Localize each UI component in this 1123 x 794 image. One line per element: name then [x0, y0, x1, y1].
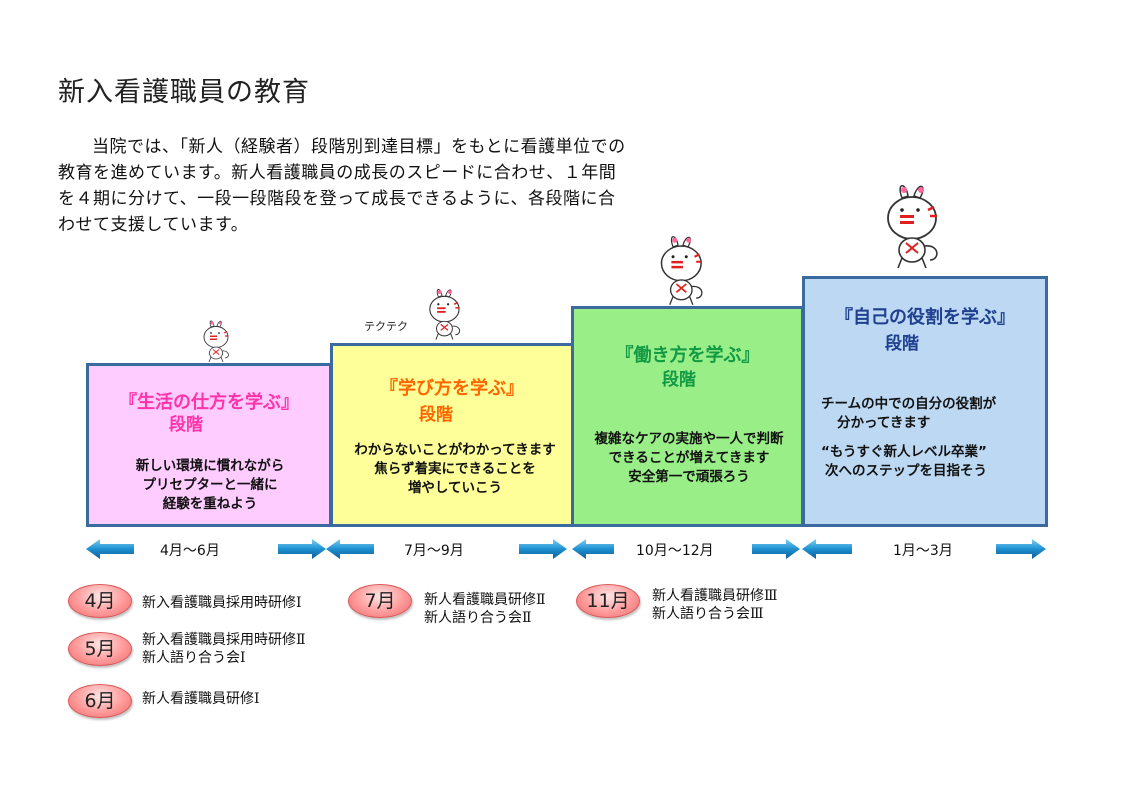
training-item: 新入看護職員採用時研修Ⅰ [142, 594, 302, 612]
intro-line: わせて支援しています。 [58, 215, 249, 235]
arrow-left-icon [572, 539, 614, 559]
training-line: 新人語り合う会Ⅲ [652, 606, 764, 622]
training-line: 新人看護職員研修Ⅲ [652, 588, 778, 604]
rabbit-mascot-icon [886, 184, 939, 270]
period-label: 4月～6月 [160, 543, 220, 559]
stage-description: チームの中での自分の役割が 分かってきます “もうすぐ新人レベル卒業” 次へのス… [817, 395, 1039, 481]
stage-title: 『学び方を学ぶ』 [380, 378, 524, 399]
arrow-right-icon [752, 539, 800, 559]
arrow-right-icon [278, 539, 326, 559]
intro-line: を４期に分けて、一段一段階段を登って成長できるように、各段階に合 [58, 189, 616, 209]
stage-desc-line: 焦らず着実にできることを [374, 461, 536, 477]
period-label: 10月～12月 [636, 543, 714, 559]
training-line: 新入看護職員採用時研修Ⅱ [142, 632, 306, 648]
rabbit-mascot-icon [660, 235, 703, 306]
training-item: 新人看護職員研修Ⅰ [142, 690, 260, 708]
stage-description: 複雑なケアの実施や一人で判断 できることが増えてきます 安全第一で頑張ろう [578, 430, 800, 487]
month-badge: 4月 [68, 584, 132, 618]
stage-desc-line: 分かってきます [837, 415, 931, 431]
stage-3-box: 『働き方を学ぶ』 段階 複雑なケアの実施や一人で判断 できることが増えてきます … [571, 306, 804, 527]
tekuteku-label: テクテク [364, 320, 408, 333]
intro-line: 教育を進めています。新人看護職員の成長のスピードに合わせ、１年間 [58, 163, 617, 183]
intro-paragraph: 当院では、「新人（経験者）段階別到達目標」をもとに看護単位での 教育を進めていま… [58, 134, 758, 238]
training-item: 新人看護職員研修Ⅲ 新人語り合う会Ⅲ [652, 587, 778, 623]
month-badge: 11月 [576, 584, 640, 618]
stage-desc-line: 増やしていこう [407, 480, 503, 496]
arrow-right-icon [519, 539, 567, 559]
period-label: 7月～9月 [404, 543, 464, 559]
training-line: 新人看護職員研修Ⅱ [424, 592, 546, 608]
stage-desc-line: 新しい環境に慣れながら [135, 458, 285, 474]
stage-desc-line: 安全第一で頑張ろう [628, 469, 750, 485]
stage-4-box: 『自己の役割を学ぶ』 段階 チームの中での自分の役割が 分かってきます “もうす… [802, 276, 1048, 527]
training-line: 新人語り合う会Ⅰ [142, 650, 246, 666]
stage-sub: 段階 [662, 370, 696, 390]
stage-description: わからないことがわかってきます 焦らず着実にできることを 増やしていこう [345, 441, 565, 498]
training-item: 新人看護職員研修Ⅱ 新人語り合う会Ⅱ [424, 591, 546, 627]
stage-desc-line: プリセプターと一緒に [142, 477, 278, 493]
intro-line: 当院では、「新人（経験者）段階別到達目標」をもとに看護単位での [92, 137, 626, 157]
training-line: 新人語り合う会Ⅱ [424, 610, 532, 626]
training-line: 新入看護職員採用時研修Ⅰ [142, 595, 302, 611]
stage-title: 『自己の役割を学ぶ』 [835, 307, 1015, 328]
stage-sub: 段階 [169, 415, 203, 435]
page-title: 新入看護職員の教育 [58, 77, 310, 108]
stage-desc-line: 次へのステップを目指そう [825, 463, 987, 479]
stage-1-box: 『生活の仕方を学ぶ』 段階 新しい環境に慣れながら プリセプターと一緒に 経験を… [86, 363, 332, 527]
training-item: 新入看護職員採用時研修Ⅱ 新人語り合う会Ⅰ [142, 631, 306, 667]
month-badge: 7月 [348, 584, 412, 618]
stage-title: 『生活の仕方を学ぶ』 [119, 392, 299, 413]
stage-desc-line: わからないことがわかってきます [354, 442, 556, 458]
training-line: 新人看護職員研修Ⅰ [142, 691, 260, 707]
stage-description: 新しい環境に慣れながら プリセプターと一緒に 経験を重ねよう [115, 457, 305, 514]
rabbit-mascot-icon [203, 320, 230, 363]
stage-desc-line: 経験を重ねよう [162, 496, 258, 512]
stage-desc-line: 複雑なケアの実施や一人で判断 [594, 431, 784, 447]
rabbit-mascot-icon [429, 288, 461, 341]
period-label: 1月～3月 [893, 543, 953, 559]
stage-sub: 段階 [419, 405, 453, 425]
stage-desc-line: “もうすぐ新人レベル卒業” [821, 444, 987, 460]
stage-2-box: 『学び方を学ぶ』 段階 わからないことがわかってきます 焦らず着実にできることを… [330, 343, 574, 527]
stage-title: 『働き方を学ぶ』 [615, 345, 760, 366]
stage-desc-line: できることが増えてきます [608, 450, 770, 466]
arrow-left-icon [326, 539, 374, 559]
stage-sub: 段階 [885, 334, 919, 354]
arrow-right-icon [996, 539, 1046, 559]
month-badge: 5月 [68, 632, 132, 666]
stage-desc-line: チームの中での自分の役割が [821, 396, 997, 412]
month-badge: 6月 [68, 684, 132, 718]
arrow-left-icon [802, 539, 852, 559]
arrow-left-icon [86, 539, 134, 559]
